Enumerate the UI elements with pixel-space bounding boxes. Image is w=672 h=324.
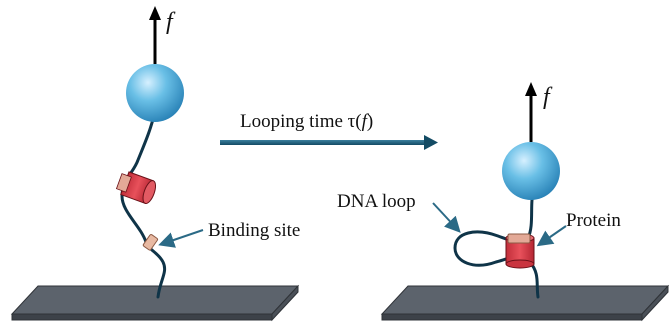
right-bead (502, 142, 560, 200)
left-surface (10, 284, 300, 322)
left-dna-strand (120, 110, 167, 299)
right-binding-site (507, 233, 531, 244)
left-panel: f Binding site (10, 6, 300, 322)
left-bead (126, 64, 184, 122)
binding-site-label: Binding site (208, 220, 300, 241)
left-force-label: f (166, 9, 176, 35)
left-protein (115, 171, 157, 205)
left-force-arrow (149, 6, 161, 64)
dna-loop-pointer (432, 202, 461, 233)
looping-time-label: Looping time τ(f) (240, 111, 373, 132)
looping-arrow (220, 135, 438, 150)
right-force-arrow (525, 82, 537, 142)
protein-pointer (536, 225, 567, 247)
binding-site-pointer (158, 229, 204, 248)
right-surface (380, 284, 670, 322)
right-protein (505, 233, 535, 269)
dna-loop-label: DNA loop (337, 191, 416, 212)
left-binding-site (142, 234, 159, 251)
right-force-label: f (543, 84, 553, 110)
right-panel: f DNA loop Protein (337, 82, 670, 322)
protein-label: Protein (566, 210, 621, 231)
